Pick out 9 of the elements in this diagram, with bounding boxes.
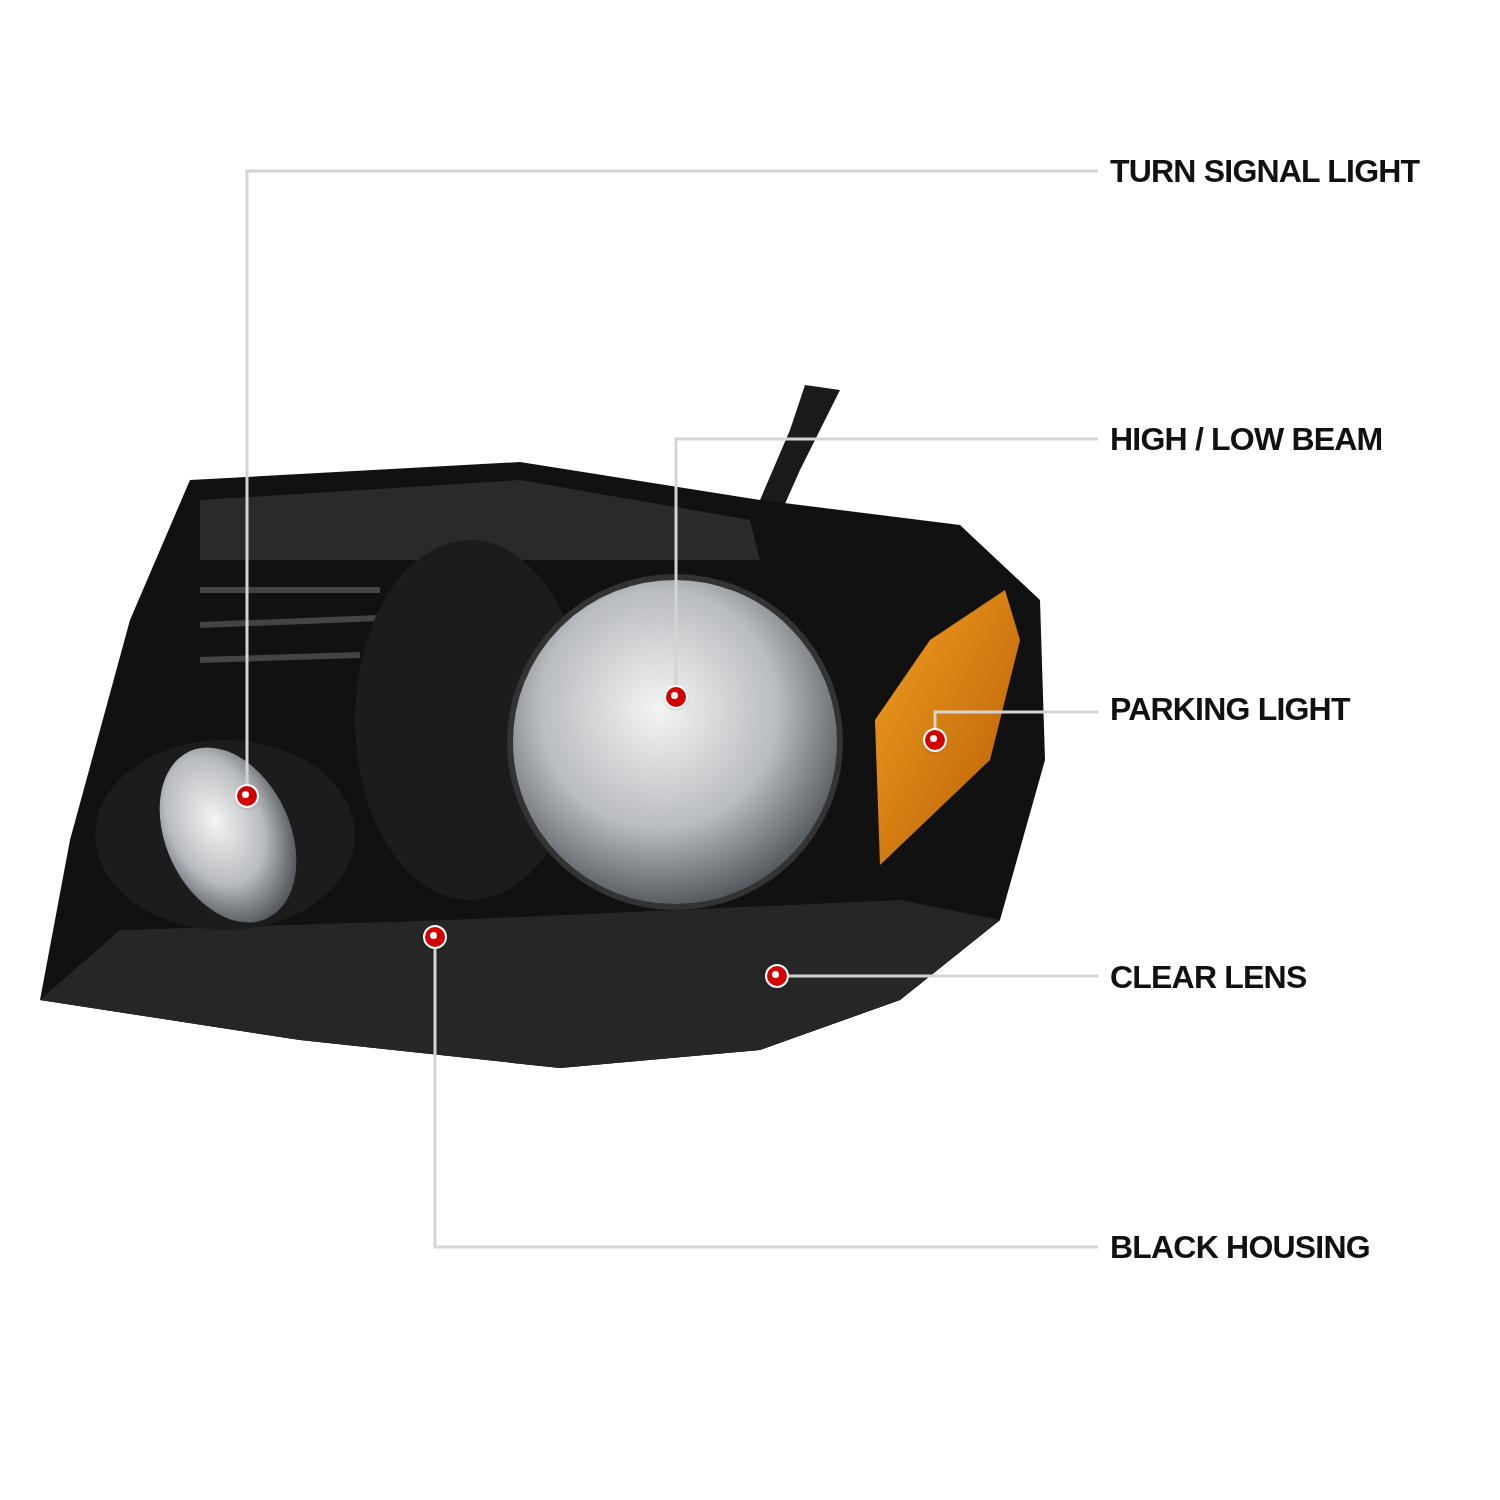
leader-line	[789, 974, 1098, 978]
leader-line	[674, 437, 1098, 685]
part-label: TURN SIGNAL LIGHT	[1110, 152, 1420, 191]
leader-line	[433, 949, 1098, 1249]
leader-line	[933, 710, 1098, 728]
part-label: CLEAR LENS	[1110, 958, 1307, 997]
part-label: PARKING LIGHT	[1110, 690, 1350, 729]
part-label: HIGH / LOW BEAM	[1110, 420, 1383, 459]
part-label: BLACK HOUSING	[1110, 1228, 1370, 1267]
